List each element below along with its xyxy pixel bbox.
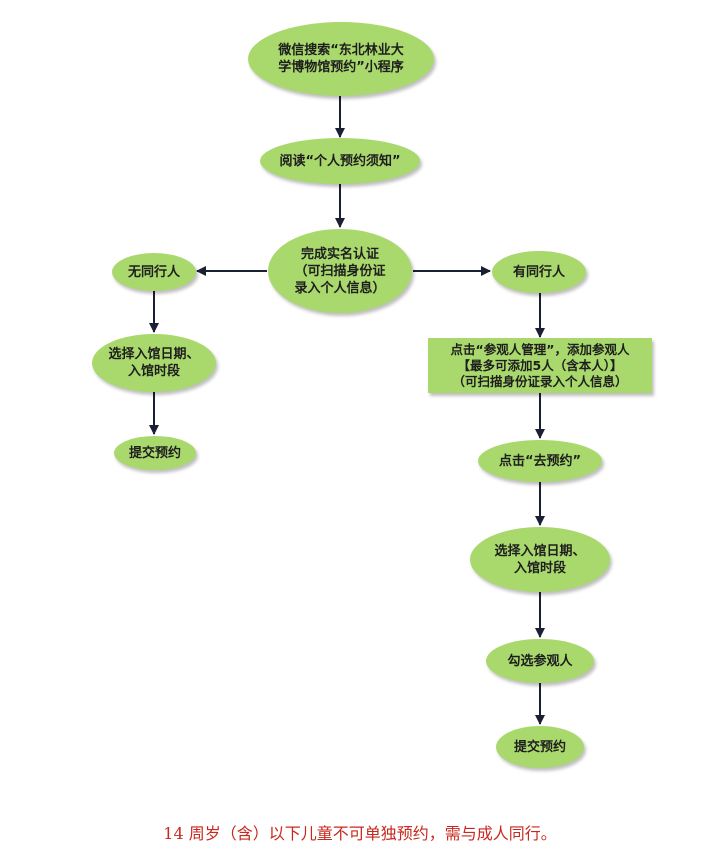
node-search-mini-program: 微信搜索“东北林业大 学博物馆预约”小程序	[248, 22, 434, 96]
age-restriction-note: 14 周岁（含）以下儿童不可单独预约，需与成人同行。	[163, 824, 557, 843]
node-read-notice: 阅读“个人预约须知”	[260, 138, 420, 184]
node-real-name-verify: 完成实名认证 （可扫描身份证 录入个人信息）	[268, 229, 412, 313]
node-with-companion: 有同行人	[492, 251, 586, 293]
node-left-select-date: 选择入馆日期、 入馆时段	[92, 334, 216, 392]
node-add-visitor: 点击“参观人管理”，添加参观人 【最多可添加5人（含本人）】 （可扫描身份证录入…	[428, 338, 652, 393]
node-right-select-date: 选择入馆日期、 入馆时段	[470, 527, 610, 592]
node-go-reserve: 点击“去预约”	[478, 440, 602, 482]
node-right-submit: 提交预约	[496, 726, 584, 768]
node-pick-visitor: 勾选参观人	[486, 639, 594, 683]
node-left-submit: 提交预约	[114, 436, 196, 470]
node-no-companion: 无同行人	[112, 253, 196, 291]
